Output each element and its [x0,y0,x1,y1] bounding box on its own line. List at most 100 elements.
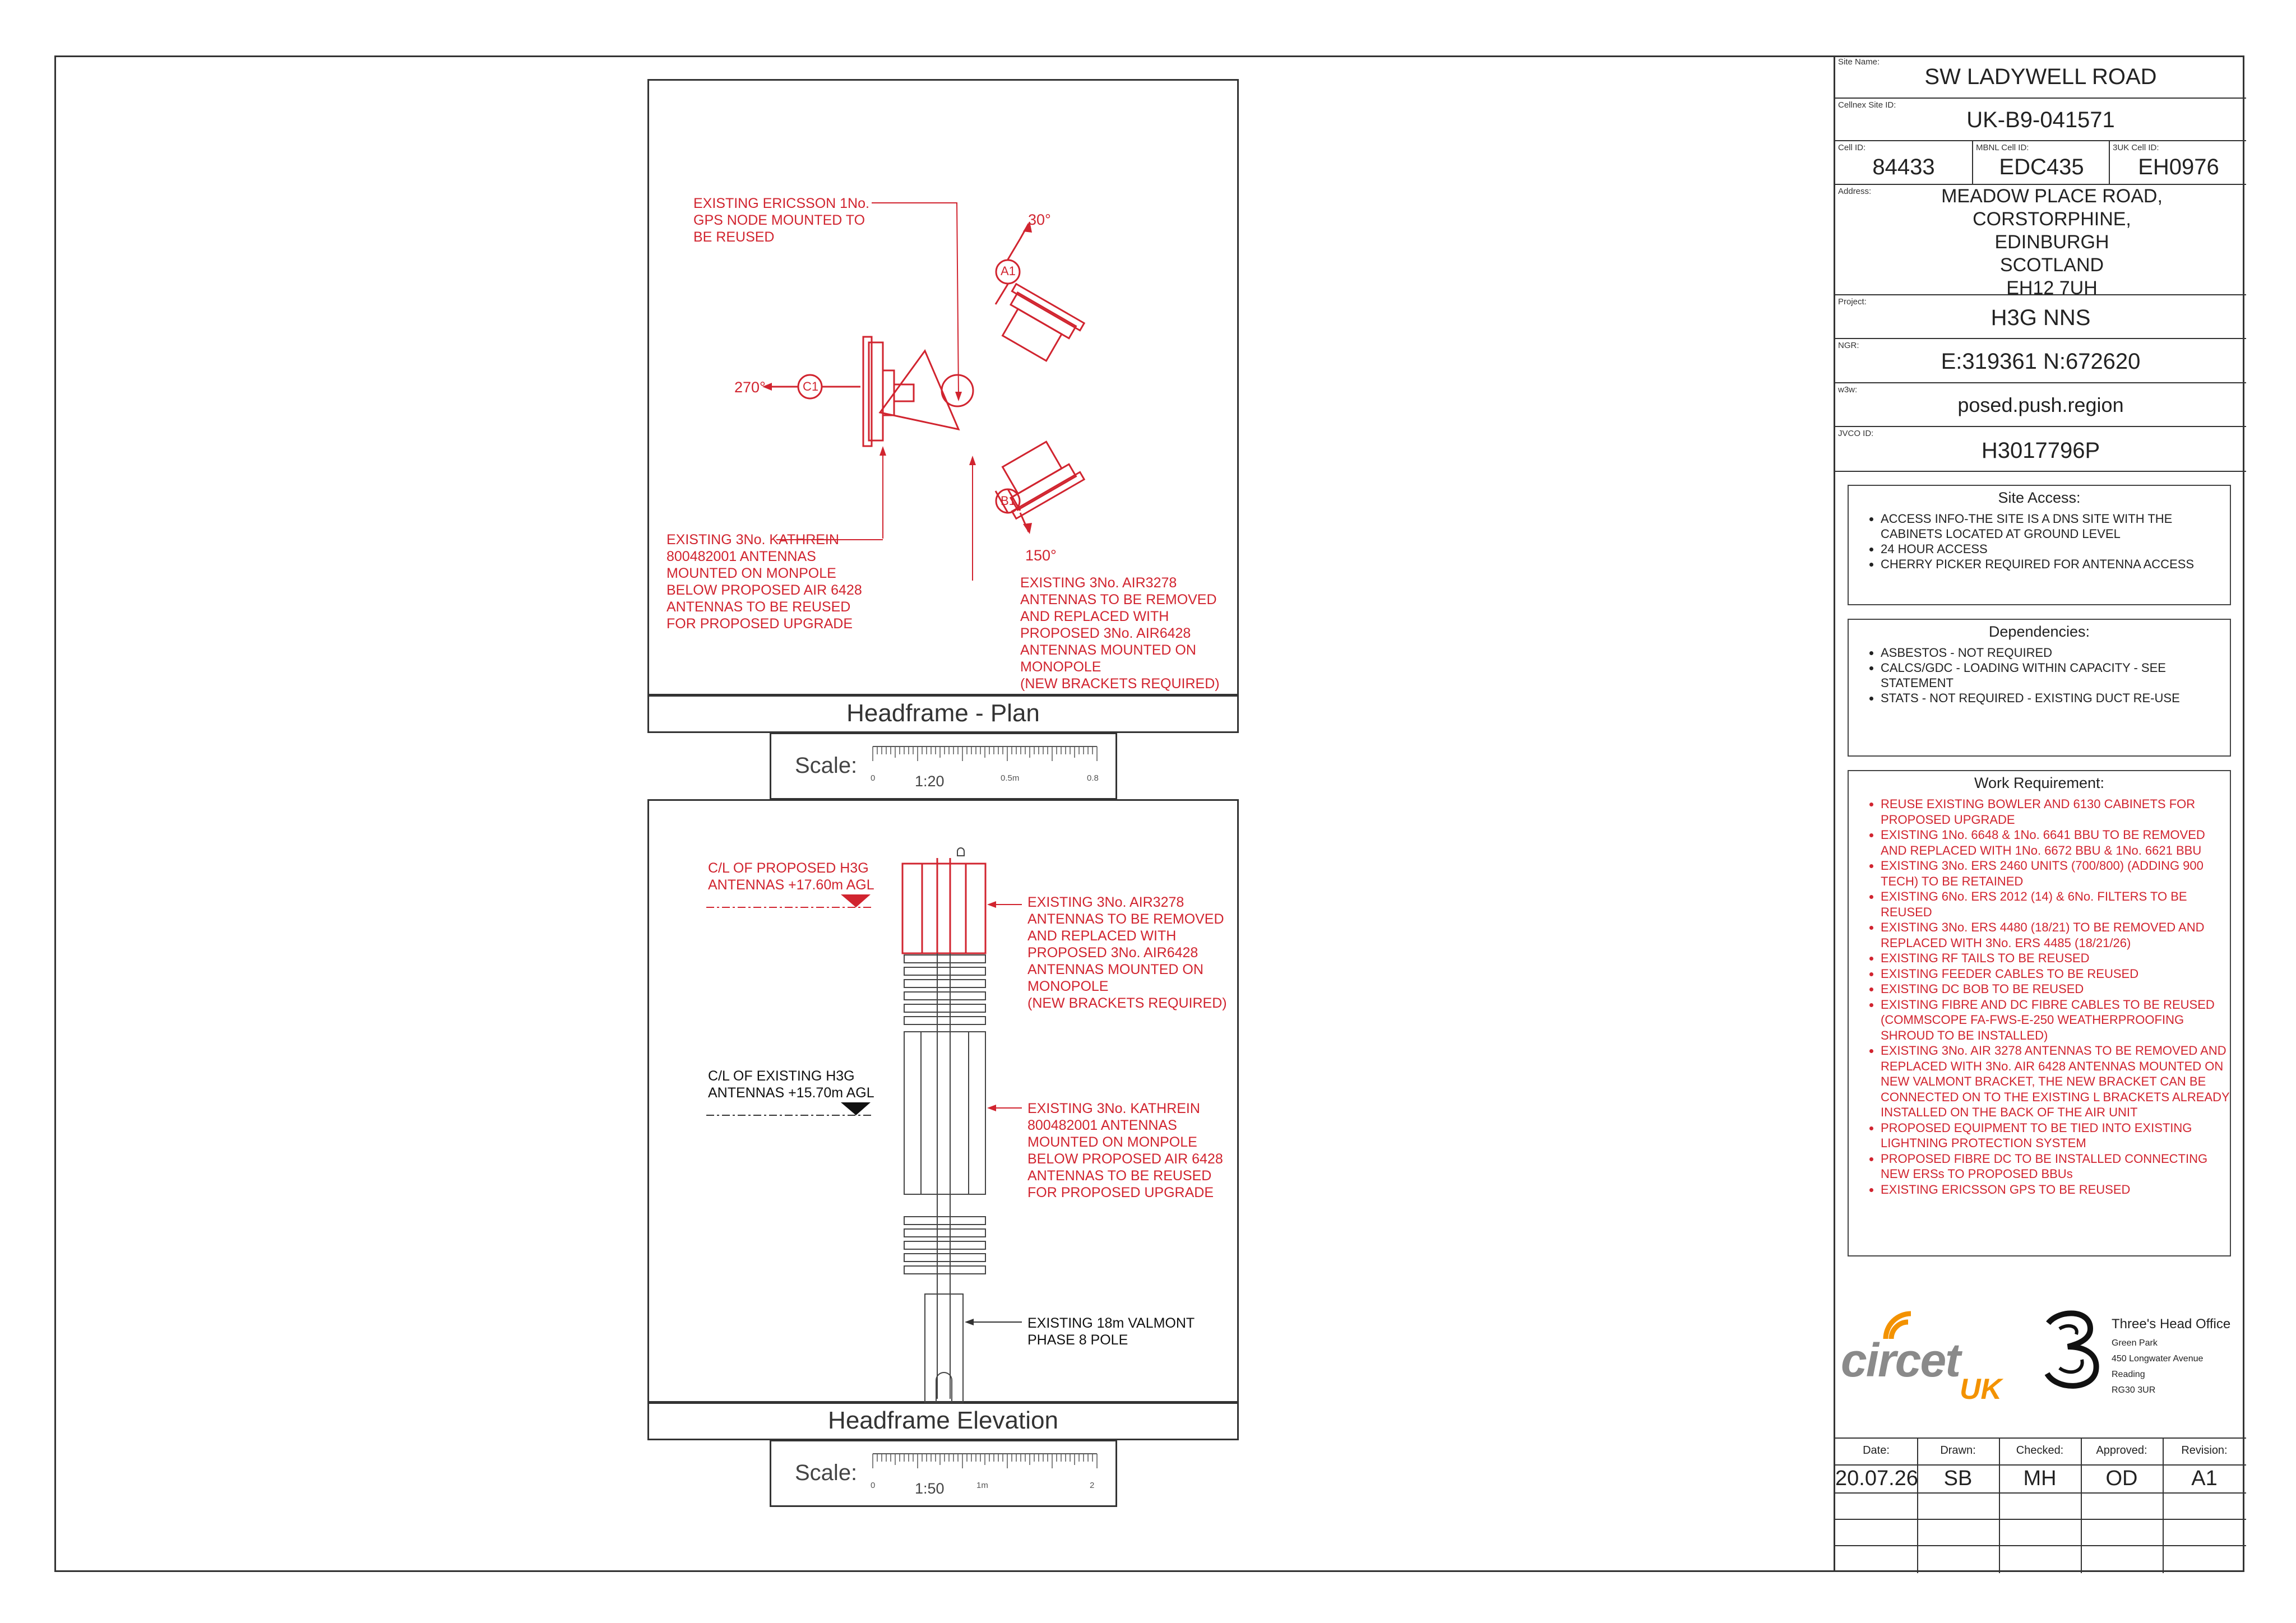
signoff-table: Date: Drawn: Checked: Approved: Revision… [1835,1437,2246,1573]
address-label: Address: [1838,187,1872,196]
work-requirement-list: REUSE EXISTING BOWLER AND 6130 CABINETS … [1849,796,2230,1197]
three-address: Green Park 450 Longwater Avenue Reading … [2112,1338,2204,1395]
elevation-title: Headframe Elevation [828,1407,1058,1434]
plan-drawing [762,202,1086,581]
work-item: EXISTING DC BOB TO BE REUSED [1881,981,2230,997]
project-row: Project: H3G NNS [1835,295,2246,339]
signoff-drawn-label: Drawn: [1940,1444,1976,1457]
site-name-row: Site Name: SW LADYWELL ROAD [1835,55,2246,99]
uk3-cell: 3UK Cell ID: EH0976 [2109,141,2247,184]
sector-a1-label: A1 [1001,264,1016,278]
cell-id-label: Cell ID: [1838,143,1866,152]
title-block: Site Name: SW LADYWELL ROAD Cellnex Site… [1834,55,2247,1573]
signoff-approved-label: Approved: [2096,1444,2147,1457]
work-item: PROPOSED EQUIPMENT TO BE TIED INTO EXIST… [1881,1120,2230,1151]
plan-note-kathrein: EXISTING 3No. KATHREIN 800482001 ANTENNA… [666,532,862,632]
w3w: posed.push.region [1957,393,2124,416]
dependencies-title: Dependencies: [1988,623,2090,640]
plan-title: Headframe - Plan [846,699,1040,727]
plan-scale-ruler [872,746,1098,761]
cellnex-id: UK-B9-041571 [1966,108,2115,132]
circet-logo: circet UK [1841,1305,2026,1406]
plan-scale-tick-0: 0 [871,773,876,783]
circet-signal-icon [1883,1311,1911,1339]
plan-scale-box [770,732,1117,800]
w3w-label: w3w: [1838,385,1858,395]
uk3-id: EH0976 [2138,155,2219,179]
sector-c1-circle [797,374,823,400]
mbnl-label: MBNL Cell ID: [1976,143,2029,152]
signoff-checked: MH [2023,1467,2057,1490]
mbnl-cell: MBNL Cell ID: EDC435 [1972,141,2110,184]
address-row: Address: MEADOW PLACE ROAD, CORSTORPHINE… [1835,185,2246,299]
cellnex-row: Cellnex Site ID: UK-B9-041571 [1835,99,2246,141]
work-item: EXISTING RF TAILS TO BE REUSED [1881,950,2230,966]
project: H3G NNS [1991,305,2091,330]
dependency-item: STATS - NOT REQUIRED - EXISTING DUCT RE-… [1881,690,2230,706]
ngr-row: NGR: E:319361 N:672620 [1835,339,2246,383]
elevation-scale-label: Scale: [795,1460,858,1485]
signoff-checked-label: Checked: [2016,1444,2064,1457]
plan-note-gps: EXISTING ERICSSON 1No. GPS NODE MOUNTED … [693,196,869,245]
elevation-note-pole: EXISTING 18m VALMONT PHASE 8 POLE [1027,1315,1195,1348]
elevation-title-bar [647,1402,1239,1440]
site-name: SW LADYWELL ROAD [1924,64,2157,89]
jvco: H3017796P [1981,438,2100,463]
elevation-scale-tick-1: 1m [976,1481,988,1490]
bearing-c-label: 270° [734,379,766,396]
dependencies-box: Dependencies: ASBESTOS - NOT REQUIRED CA… [1848,619,2231,757]
sector-b1-label: B1 [1001,494,1016,508]
signoff-drawn: SB [1943,1467,1973,1490]
sector-a1-circle [995,259,1021,285]
site-access-box: Site Access: ACCESS INFO-THE SITE IS A D… [1848,485,2231,605]
work-item: EXISTING 3No. ERS 2460 UNITS (700/800) (… [1881,858,2230,889]
work-item: EXISTING 6No. ERS 2012 (14) & 6No. FILTE… [1881,889,2230,920]
w3w-row: w3w: posed.push.region [1835,383,2246,427]
address: MEADOW PLACE ROAD, CORSTORPHINE, EDINBUR… [1941,186,2163,299]
cell-id-cell: Cell ID: 84433 [1835,141,1972,184]
jvco-row: JVCO ID: H3017796P [1835,427,2246,472]
work-item: EXISTING 3No. ERS 4480 (18/21) TO BE REM… [1881,920,2230,950]
plan-scale-tick-2: 0.8 [1087,773,1099,783]
elevation-cl-proposed: C/L OF PROPOSED H3G ANTENNAS +17.60m AGL [708,860,874,893]
jvco-label: JVCO ID: [1838,429,1874,438]
elevation-panel [647,799,1239,1403]
drawing-frame [54,55,2244,1572]
dependency-item: ASBESTOS - NOT REQUIRED [1881,645,2230,660]
signoff-date-label: Date: [1863,1444,1890,1457]
work-item: REUSE EXISTING BOWLER AND 6130 CABINETS … [1881,796,2230,827]
bearing-a-label: 30° [1028,211,1051,228]
three-head-office: Three's Head Office [2112,1316,2231,1332]
work-item: EXISTING ERICSSON GPS TO BE REUSED [1881,1182,2230,1198]
circet-uk-mark: UK [1960,1373,2002,1406]
plan-scale-tick-1: 0.5m [1001,773,1020,783]
dependency-item: CALCS/GDC - LOADING WITHIN CAPACITY - SE… [1881,660,2230,690]
site-name-label: Site Name: [1838,57,1880,67]
ngr: E:319361 N:672620 [1941,349,2141,374]
elevation-note-kathrein: EXISTING 3No. KATHREIN 800482001 ANTENNA… [1027,1101,1223,1200]
three-logo-icon [2044,1310,2099,1389]
signoff-revision: A1 [2191,1467,2218,1490]
circet-wordmark: circet [1841,1334,1961,1386]
signoff-date: 20.07.26 [1835,1467,1918,1490]
work-item: EXISTING FIBRE AND DC FIBRE CABLES TO BE… [1881,997,2230,1044]
elevation-scale-tick-2: 2 [1090,1481,1095,1490]
elevation-scale-ratio: 1:50 [915,1480,945,1497]
elevation-scale-ruler [872,1453,1098,1468]
work-item: PROPOSED FIBRE DC TO BE INSTALLED CONNEC… [1881,1151,2230,1182]
signoff-revision-label: Revision: [2181,1444,2228,1457]
plan-title-bar [647,695,1239,733]
elevation-drawing [706,847,1022,1403]
ngr-label: NGR: [1838,341,1859,350]
site-access-item: ACCESS INFO-THE SITE IS A DNS SITE WITH … [1881,511,2230,541]
elevation-scale-box [770,1440,1117,1507]
site-access-list: ACCESS INFO-THE SITE IS A DNS SITE WITH … [1849,511,2230,572]
plan-panel [647,79,1239,695]
site-access-title: Site Access: [1998,489,2081,506]
mbnl-id: EDC435 [1999,155,2084,179]
site-access-item: CHERRY PICKER REQUIRED FOR ANTENNA ACCES… [1881,557,2230,572]
project-label: Project: [1838,297,1867,307]
sector-c1-label: C1 [803,379,819,393]
cell-id: 84433 [1872,155,1935,179]
plan-scale-label: Scale: [795,753,858,778]
